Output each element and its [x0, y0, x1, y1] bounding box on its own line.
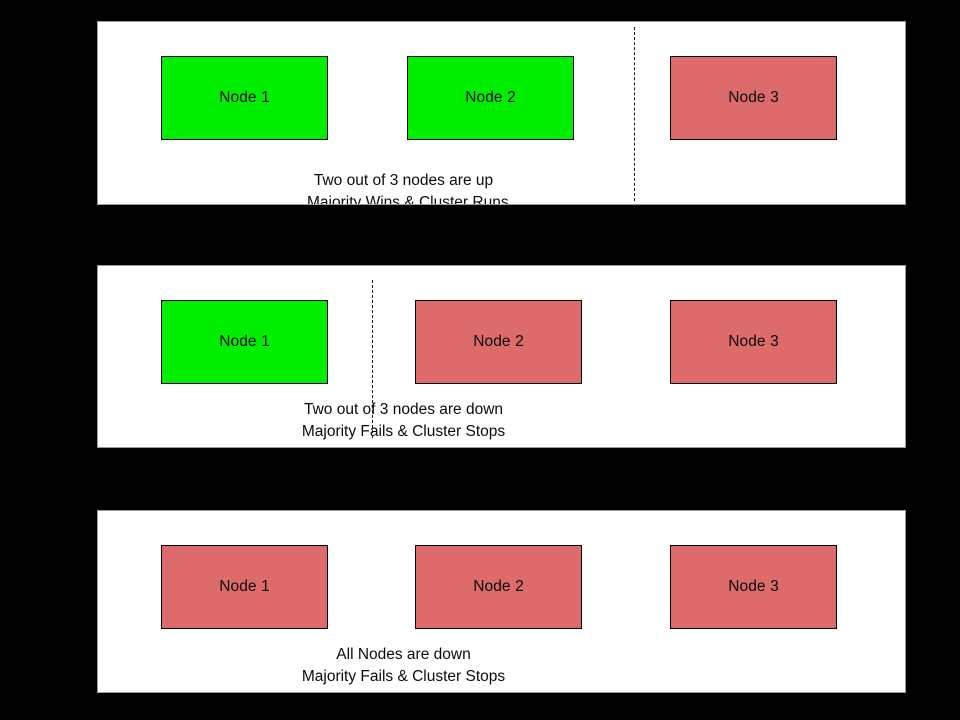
scenario-caption-line-2: , Majority Wins & Cluster Runs [298, 194, 509, 205]
node-box-1-3[interactable]: Node 3 [670, 56, 837, 140]
node-box-2-3[interactable]: Node 3 [670, 300, 837, 384]
node-label: Node 3 [728, 333, 779, 351]
node-box-1-2[interactable]: Node 2 [407, 56, 574, 140]
node-label: Node 1 [219, 333, 270, 351]
node-box-2-1[interactable]: Node 1 [161, 300, 328, 384]
scenario-caption-line-2: Majority Fails & Cluster Stops [301, 423, 506, 440]
scenario-caption-line-1: All Nodes are down [336, 646, 471, 663]
partition-divider-line [372, 280, 373, 438]
node-label: Node 2 [473, 333, 524, 351]
scenario-caption-line-1: Two out of 3 nodes are up [313, 172, 494, 189]
scenario-panel-all-down: Node 1 Node 2 Node 3 All Nodes are down … [97, 510, 906, 693]
scenario-caption: Two out of 3 nodes are up , Majority Win… [98, 170, 808, 205]
scenario-panel-majority-down: Node 1 Node 2 Node 3 Two out of 3 nodes … [97, 265, 906, 448]
node-label: Node 1 [219, 89, 270, 107]
scenario-caption: All Nodes are down Majority Fails & Clus… [98, 644, 808, 688]
node-box-3-2[interactable]: Node 2 [415, 545, 582, 629]
node-label: Node 2 [473, 578, 524, 596]
node-box-1-1[interactable]: Node 1 [161, 56, 328, 140]
scenario-caption: Two out of 3 nodes are down Majority Fai… [98, 399, 808, 443]
node-box-3-3[interactable]: Node 3 [670, 545, 837, 629]
node-label: Node 3 [728, 578, 779, 596]
node-label: Node 1 [219, 578, 270, 596]
node-box-3-1[interactable]: Node 1 [161, 545, 328, 629]
scenario-panel-majority-up: Node 1 Node 2 Node 3 Two out of 3 nodes … [97, 21, 906, 205]
node-box-2-2[interactable]: Node 2 [415, 300, 582, 384]
partition-divider-line [634, 27, 635, 201]
node-label: Node 3 [728, 89, 779, 107]
scenario-caption-line-2: Majority Fails & Cluster Stops [301, 668, 506, 685]
scenario-caption-line-1: Two out of 3 nodes are down [303, 401, 504, 418]
node-label: Node 2 [465, 89, 516, 107]
